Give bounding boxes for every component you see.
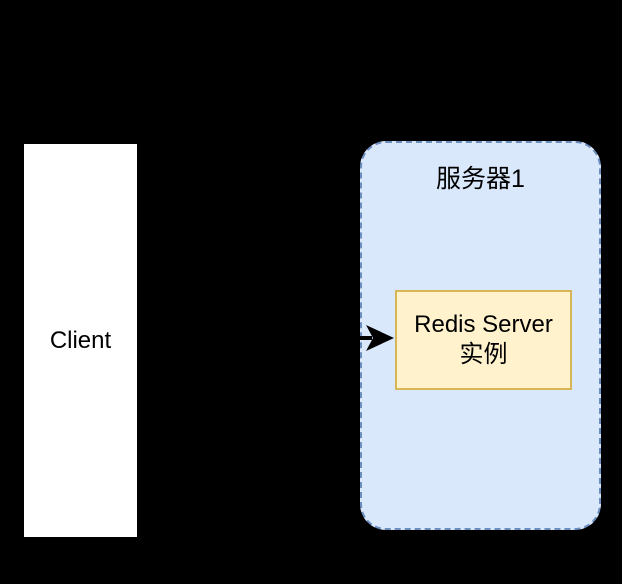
redis-label-line2: 实例 [459,341,508,368]
client-node: Client [22,142,139,539]
server-label: 服务器1 [436,165,525,193]
redis-server-node: Redis Server 实例 [395,290,572,390]
server-group-node: 服务器1 Redis Server 实例 [360,141,601,530]
client-label: Client [49,326,112,354]
redis-label-line1: Redis Server [414,311,553,338]
